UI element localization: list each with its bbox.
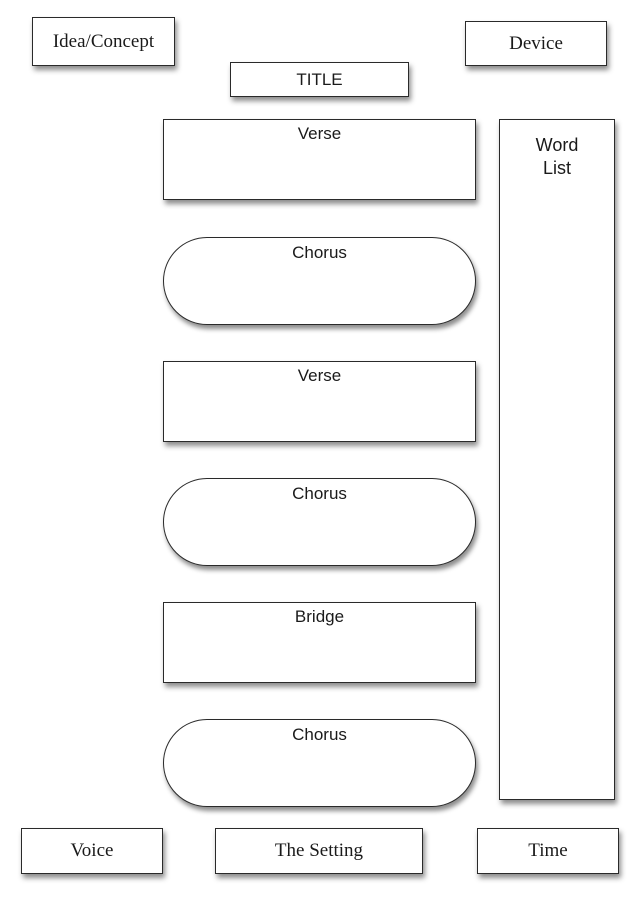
section-label: Chorus [292,243,347,262]
time-label: Time [528,840,568,861]
setting-label: The Setting [274,840,364,861]
word-list-box: Word List [499,119,615,800]
section-label: Verse [297,124,342,143]
idea-concept-label: Idea/Concept [52,30,155,52]
time-box: Time [477,828,619,874]
section-verse-1: Verse [163,119,476,200]
section-chorus-3: Chorus [163,719,476,807]
setting-box: The Setting [215,828,423,874]
section-label: Chorus [292,484,347,503]
device-box: Device [465,21,607,66]
word-list-line-2: List [542,158,571,178]
section-verse-2: Verse [163,361,476,442]
section-bridge: Bridge [163,602,476,683]
section-label: Bridge [294,607,345,626]
section-label: Chorus [292,725,347,744]
title-box: TITLE [230,62,409,97]
section-chorus-1: Chorus [163,237,476,325]
voice-label: Voice [70,840,114,861]
voice-box: Voice [21,828,163,874]
section-label: Verse [297,366,342,385]
word-list-line-1: Word [535,135,579,155]
device-label: Device [509,32,563,54]
title-label: TITLE [296,69,343,89]
section-chorus-2: Chorus [163,478,476,566]
idea-concept-box: Idea/Concept [32,17,175,66]
